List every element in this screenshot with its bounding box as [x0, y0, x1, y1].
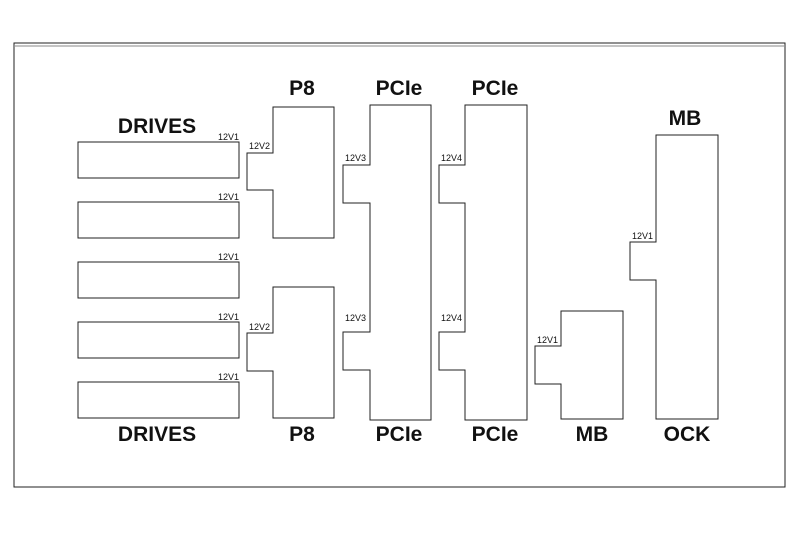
p8-bottom-label: P8 — [289, 423, 315, 446]
p8-lower-connector — [246, 286, 335, 419]
mb-large-top-label: MB — [669, 107, 702, 130]
drive-slot-1-pin-label: 12V1 — [218, 132, 239, 142]
p8-upper-pin-label: 12V2 — [249, 141, 270, 151]
pcie-right-upper-pin-label: 12V4 — [441, 153, 462, 163]
pcie-right-top-label: PCIe — [472, 77, 519, 100]
drive-slot-3-pin-label: 12V1 — [218, 252, 239, 262]
p8-top-label: P8 — [289, 77, 315, 100]
pcie-right-connector — [438, 104, 528, 421]
pcie-left-upper-pin-label: 12V3 — [345, 153, 366, 163]
pcie-right-bottom-label: PCIe — [472, 423, 519, 446]
mb-large-connector — [629, 134, 719, 420]
drives-bottom-label: DRIVES — [118, 423, 196, 446]
drive-slot-2-pin-label: 12V1 — [218, 192, 239, 202]
drive-slot-4-pin-label: 12V1 — [218, 312, 239, 322]
drive-slot-4 — [77, 321, 240, 359]
drive-slot-5 — [77, 381, 240, 419]
pcie-left-bottom-label: PCIe — [376, 423, 423, 446]
drive-slot-2 — [77, 201, 240, 239]
drives-top-label: DRIVES — [118, 115, 196, 138]
p8-lower-pin-label: 12V2 — [249, 322, 270, 332]
drive-slot-3 — [77, 261, 240, 299]
mb-large-pin-label: 12V1 — [632, 231, 653, 241]
drive-slot-1 — [77, 141, 240, 179]
drive-slot-5-pin-label: 12V1 — [218, 372, 239, 382]
mb-small-connector — [534, 310, 624, 420]
mb-large-bottom-label: OCK — [664, 423, 711, 446]
mb-small-label: MB — [576, 423, 609, 446]
p8-upper-connector — [246, 106, 335, 239]
pcie-left-lower-pin-label: 12V3 — [345, 313, 366, 323]
pcie-left-connector — [342, 104, 432, 421]
pcie-left-top-label: PCIe — [376, 77, 423, 100]
pcie-right-lower-pin-label: 12V4 — [441, 313, 462, 323]
mb-small-pin-label: 12V1 — [537, 335, 558, 345]
